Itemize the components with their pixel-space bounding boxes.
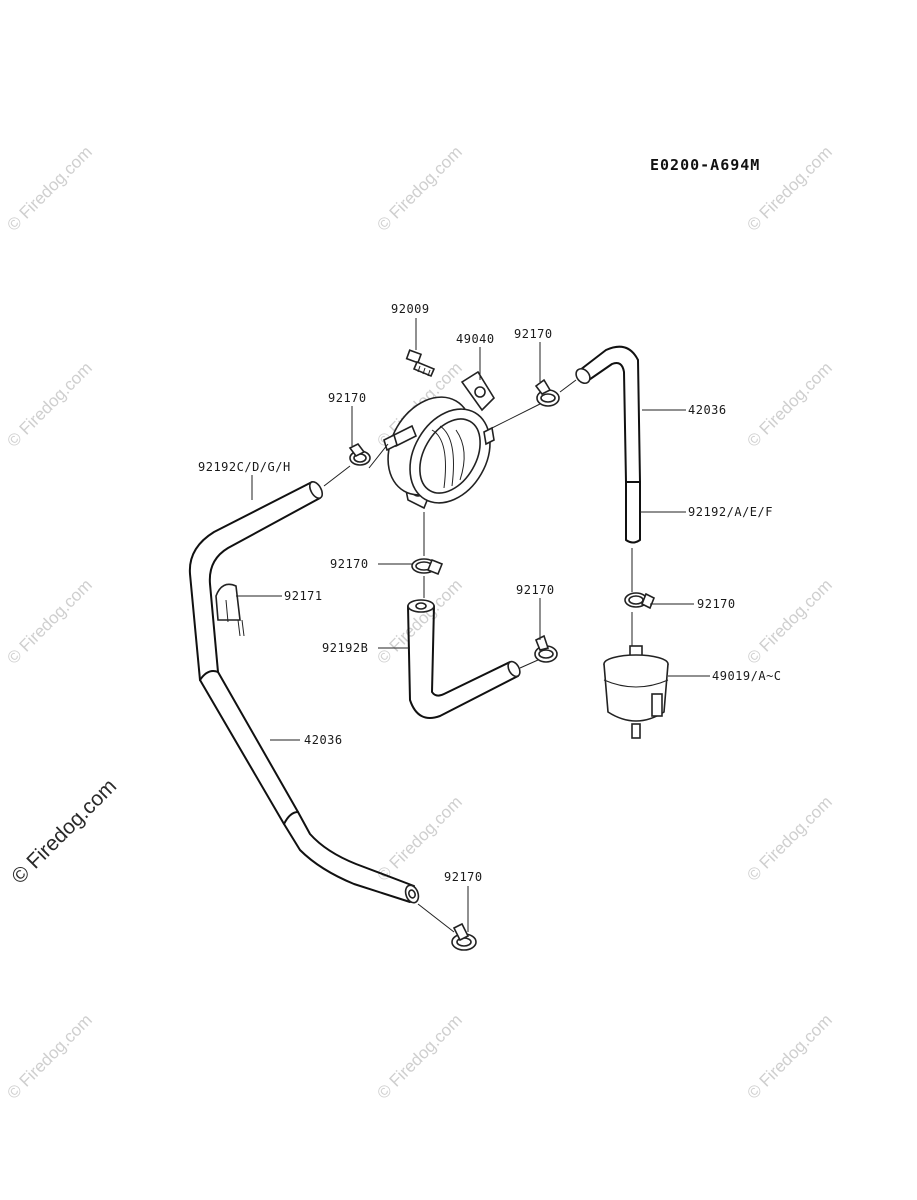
clamp-92170 [411, 558, 444, 576]
hose-92192-aef [625, 481, 641, 544]
callout-labels: 92009 49040 92170 92170 92192C/D/G/H 420… [198, 302, 782, 884]
hose-92192b [407, 599, 521, 719]
hose-92192c-dgh [188, 481, 324, 681]
clamp-92170 [534, 378, 560, 407]
clamp-92170 [534, 634, 558, 663]
callout-label: 49040 [456, 332, 495, 346]
callout-label: 92170 [697, 597, 736, 611]
watermark: © Firedog.com [3, 1010, 95, 1102]
callout-label: 92170 [330, 557, 369, 571]
fuel-filter-49019 [603, 645, 669, 739]
watermark: © Firedog.com [3, 142, 95, 234]
bolt-92009 [405, 349, 436, 378]
callout-label: 92192/A/E/F [688, 505, 773, 519]
watermark: © Firedog.com [373, 1010, 465, 1102]
callout-label: 92170 [328, 391, 367, 405]
watermark: © Firedog.com [743, 792, 835, 884]
watermark: © Firedog.com [373, 575, 465, 667]
callout-label: 42036 [304, 733, 343, 747]
callout-label: 92170 [444, 870, 483, 884]
callout-label: 92192B [322, 641, 368, 655]
clamp-92170 [624, 592, 656, 610]
clamp-92170 [451, 922, 477, 951]
watermark: © Firedog.com [3, 575, 95, 667]
callout-label: 92009 [391, 302, 430, 316]
watermark: © Firedog.com [743, 575, 835, 667]
hose-42036 [575, 345, 641, 483]
fuel-pump-49040 [383, 370, 496, 510]
callout-label: 92171 [284, 589, 323, 603]
watermarks: © Firedog.com © Firedog.com © Firedog.co… [3, 142, 835, 1102]
watermark-large: © Firedog.com [7, 775, 121, 889]
watermark: © Firedog.com [743, 358, 835, 450]
watermark: © Firedog.com [743, 1010, 835, 1102]
callout-label: 92170 [514, 327, 553, 341]
callout-label: 42036 [688, 403, 727, 417]
leader-lines [236, 318, 710, 933]
clip-92171 [215, 583, 245, 637]
clamp-92170 [348, 442, 371, 466]
callout-label: 49019/A~C [712, 669, 782, 683]
hose-42036 [199, 670, 420, 904]
watermark: © Firedog.com [3, 358, 95, 450]
callout-label: 92170 [516, 583, 555, 597]
watermark: © Firedog.com [373, 142, 465, 234]
callout-label: 92192C/D/G/H [198, 460, 291, 474]
diagram-code: E0200-A694M [650, 156, 760, 174]
